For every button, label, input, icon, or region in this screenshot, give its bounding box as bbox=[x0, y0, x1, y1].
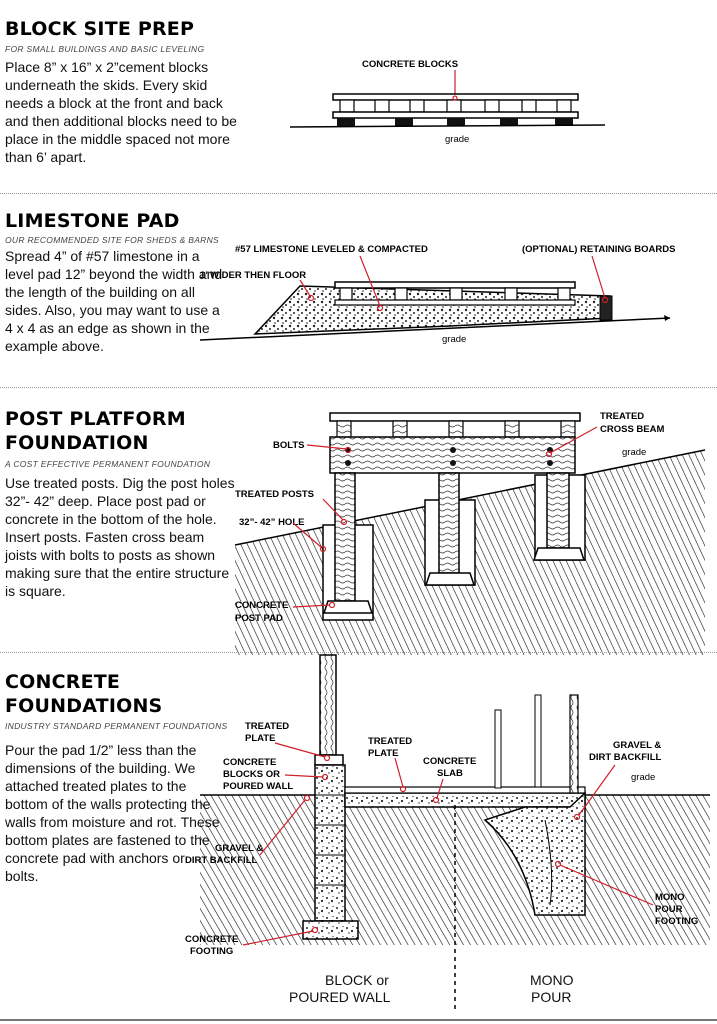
section-limestone-pad: LIMESTONE PAD OUR RECOMMENDED SITE FOR S… bbox=[0, 196, 717, 382]
caption-pour: POUR bbox=[531, 989, 571, 1005]
label-gravel: GRAVEL & bbox=[613, 740, 661, 751]
section-block-site-prep: BLOCK SITE PREP FOR SMALL BUILDINGS AND … bbox=[0, 0, 717, 190]
section-subtitle: A COST EFFECTIVE PERMANENT FOUNDATION bbox=[5, 459, 211, 469]
label-mono: MONO bbox=[655, 892, 685, 903]
label-footing: FOOTING bbox=[655, 916, 698, 927]
label-grade: grade bbox=[442, 334, 466, 345]
section-body: Pour the pad 1/2” less than the dimensio… bbox=[5, 742, 220, 884]
section-body: Use treated posts. Dig the post holes 32… bbox=[5, 475, 235, 599]
section-subtitle: OUR RECOMMENDED SITE FOR SHEDS & BARNS bbox=[5, 235, 220, 245]
label-slab: SLAB bbox=[437, 768, 463, 779]
label-treated: TREATED bbox=[368, 736, 412, 747]
label-grade: grade bbox=[445, 134, 469, 145]
label-grade: grade bbox=[631, 772, 655, 783]
label-pour: POUR bbox=[655, 904, 683, 915]
bottom-rule bbox=[0, 1019, 717, 1021]
section-subtitle: INDUSTRY STANDARD PERMANENT FOUNDATIONS bbox=[5, 721, 228, 731]
section-title: BLOCK SITE PREP bbox=[5, 18, 195, 40]
label-cross-beam: CROSS BEAM bbox=[600, 424, 664, 435]
label-post-pad: POST PAD bbox=[235, 613, 283, 624]
post-platform-illustration: grade bbox=[234, 411, 706, 655]
block-site-prep-illustration: CONCRETE BLOCKS grade bbox=[289, 59, 606, 145]
section-title-line1: CONCRETE bbox=[5, 671, 121, 693]
limestone-pad-illustration: #57 LIMESTONE LEVELED & COMPACTED (OPTIO… bbox=[199, 244, 675, 345]
label-blocks-or: BLOCKS OR bbox=[223, 769, 280, 780]
label-treated: TREATED bbox=[600, 411, 644, 422]
label-concrete: CONCRETE bbox=[185, 934, 238, 945]
label-retaining-boards: (OPTIONAL) RETAINING BOARDS bbox=[522, 244, 675, 255]
divider bbox=[0, 387, 717, 388]
section-post-platform: POST PLATFORM FOUNDATION A COST EFFECTIV… bbox=[0, 390, 717, 655]
caption-block-or: BLOCK or bbox=[325, 972, 389, 988]
caption-poured-wall: POURED WALL bbox=[289, 989, 391, 1005]
label-plate: PLATE bbox=[245, 733, 275, 744]
label-limestone: #57 LIMESTONE LEVELED & COMPACTED bbox=[235, 244, 428, 255]
label-concrete: CONCRETE bbox=[235, 600, 288, 611]
section-title-line1: POST PLATFORM bbox=[5, 408, 186, 430]
label-treated-posts: TREATED POSTS bbox=[235, 489, 314, 500]
label-poured-wall: POURED WALL bbox=[223, 781, 293, 792]
section-body: Spread 4” of #57 limestone in a level pa… bbox=[5, 248, 223, 354]
label-dirt-backfill: DIRT BACKFILL bbox=[185, 855, 257, 866]
label-concrete: CONCRETE bbox=[423, 756, 476, 767]
section-body: Place 8” x 16” x 2”cement blocks underne… bbox=[5, 59, 237, 165]
label-wider-than-floor: 1’ WIDER THEN FLOOR bbox=[200, 270, 306, 281]
section-title-line2: FOUNDATIONS bbox=[5, 695, 163, 717]
label-bolts: BOLTS bbox=[273, 440, 305, 451]
divider bbox=[0, 193, 717, 194]
section-title-line2: FOUNDATION bbox=[5, 432, 149, 454]
section-subtitle: FOR SMALL BUILDINGS AND BASIC LEVELING bbox=[5, 44, 205, 54]
label-plate: PLATE bbox=[368, 748, 398, 759]
label-treated: TREATED bbox=[245, 721, 289, 732]
divider bbox=[0, 652, 717, 653]
label-hole: 32”- 42” HOLE bbox=[239, 517, 304, 528]
concrete-foundations-illustration: grade TREATED PLATE CONCRETE BLOCKS OR P… bbox=[185, 654, 710, 1010]
label-footing: FOOTING bbox=[190, 946, 233, 957]
label-dirt-backfill: DIRT BACKFILL bbox=[589, 752, 661, 763]
label-gravel: GRAVEL & bbox=[215, 843, 263, 854]
caption-mono: MONO bbox=[530, 972, 574, 988]
label-concrete: CONCRETE bbox=[223, 757, 276, 768]
section-concrete-foundations: CONCRETE FOUNDATIONS INDUSTRY STANDARD P… bbox=[0, 654, 717, 1019]
section-title: LIMESTONE PAD bbox=[5, 210, 180, 232]
label-grade: grade bbox=[622, 447, 646, 458]
label-concrete-blocks: CONCRETE BLOCKS bbox=[362, 59, 458, 70]
